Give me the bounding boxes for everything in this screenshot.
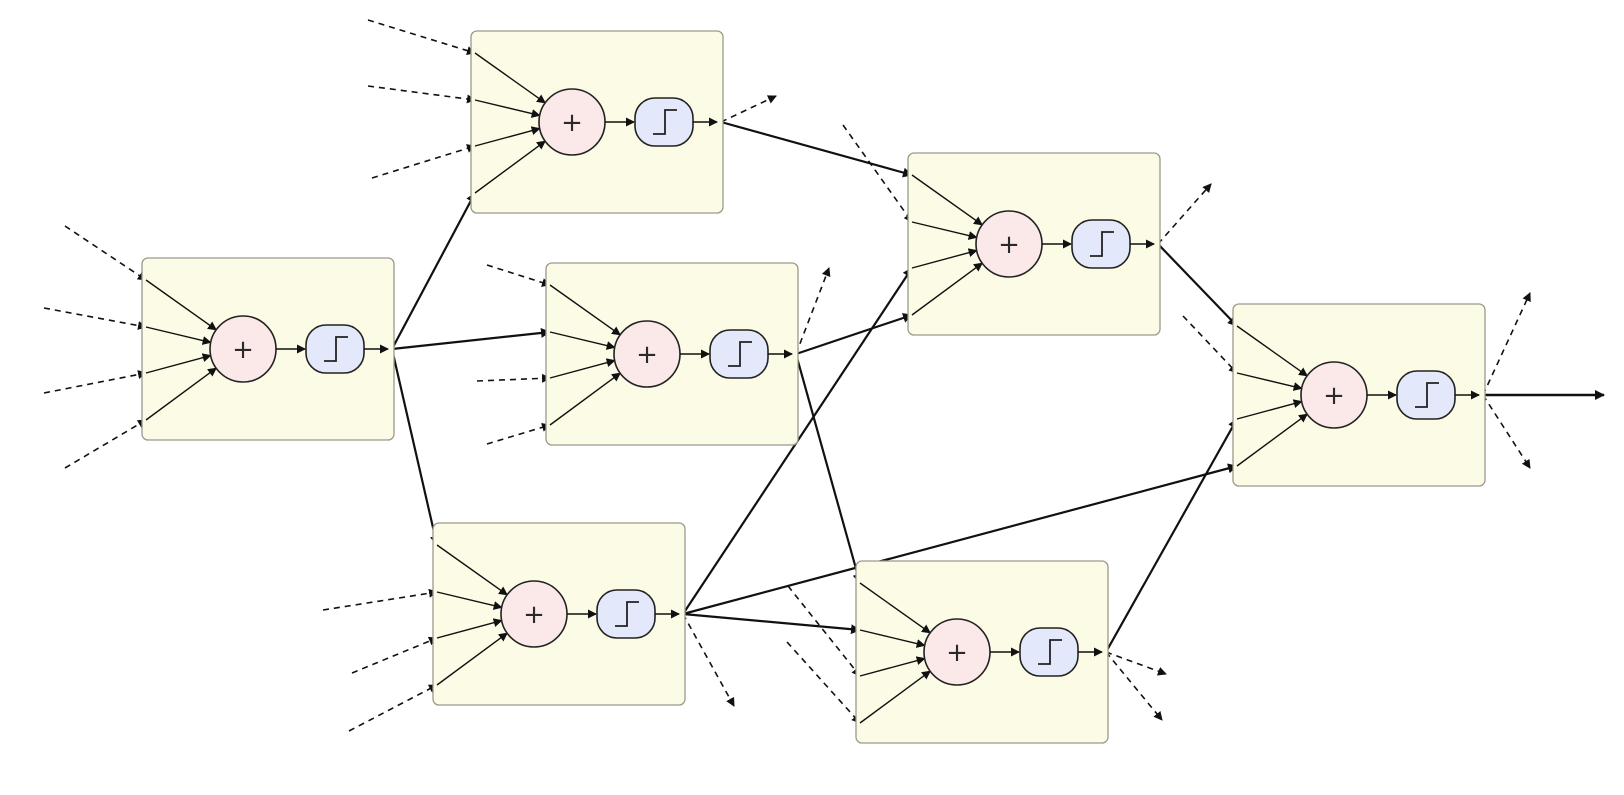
neuron-input-arrow [1236,413,1308,467]
step-activation-node [634,97,694,147]
neuron-input-arrow [1236,372,1303,391]
neuron-n4: + [432,522,686,706]
step-activation-node [1071,219,1131,269]
external-output-arrow [1157,183,1212,245]
neuron-input-arrow [474,126,541,147]
sum-symbol: + [561,108,583,138]
external-input-arrow [371,144,476,179]
connection-n3-n6 [794,353,863,584]
neuron-input-arrow [549,372,621,426]
external-input-arrow [43,307,147,330]
external-input-arrow [348,684,438,732]
external-input-arrow [1182,315,1238,374]
external-input-arrow [322,588,438,611]
step-function-icon [1038,639,1062,665]
external-input-arrow [842,124,913,223]
neuron-input-arrow [859,629,926,648]
sum-symbol: + [636,340,658,370]
neuron-input-arrow [145,279,217,331]
neuron-input-arrow [436,544,508,596]
external-output-arrow [1482,292,1531,396]
step-activation-node [305,324,365,374]
neuron-n7: + [1232,303,1486,487]
external-output-arrow [720,95,777,123]
sum-symbol: + [946,638,968,668]
neuron-input-arrow [911,262,983,316]
external-connection-layer [43,19,1531,732]
external-input-arrow [786,641,861,724]
neuron-n6: + [855,560,1109,744]
step-function-icon [1090,231,1114,257]
sum-symbol: + [232,335,254,365]
neuron-input-arrow [911,221,978,240]
external-output-arrow [795,267,831,355]
external-input-arrow [43,370,147,394]
neuron-input-arrow [859,582,931,634]
connection-n1-n4 [390,348,440,546]
neuron-input-arrow [549,331,616,350]
external-input-arrow [64,225,147,281]
external-input-arrow [351,636,438,674]
step-activation-node [596,589,656,639]
connection-n4-n6 [682,612,861,635]
neuron-input-arrow [1236,399,1303,420]
step-function-icon [1415,382,1439,408]
neuron-input-arrow [911,248,978,269]
step-activation-node [709,329,769,379]
neuron-input-arrow [436,591,503,610]
external-output-arrow [682,613,735,707]
step-function-icon [728,341,752,367]
external-output-arrow [1105,651,1163,721]
connection-n6-n7 [1105,418,1238,653]
sum-symbol: + [1323,381,1345,411]
neuron-input-arrow [145,353,212,374]
neuron-input-arrow [436,618,503,639]
connection-n2-n5 [720,120,913,178]
neuron-input-arrow [911,174,983,226]
external-input-arrow [367,85,476,104]
neuron-layer: + + + + + + + [141,30,1486,744]
neuron-n3: + [545,262,799,446]
step-function-icon [653,109,677,135]
step-activation-node [1019,627,1079,677]
neuron-input-arrow [549,284,621,336]
connection-n4-n7 [682,463,1238,616]
sum-symbol: + [998,230,1020,260]
neuron-input-arrow [474,99,541,118]
neuron-input-arrow [474,140,546,194]
neuron-input-arrow [549,358,616,379]
neuron-input-arrow [859,656,926,677]
connection-n1-n3 [391,327,551,351]
neuron-input-arrow [436,632,508,686]
neuron-n5: + [907,152,1161,336]
connection-n5-n7 [1157,243,1238,327]
external-input-arrow [64,419,147,469]
sum-symbol: + [523,600,545,630]
external-input-arrow [486,423,551,445]
external-input-arrow [787,585,861,677]
connection-n1-n2 [391,192,476,350]
neuron-input-arrow [145,326,212,345]
neuron-n2: + [470,30,724,214]
step-activation-node [1396,370,1456,420]
external-input-arrow [486,264,551,287]
external-output-arrow [1482,394,1531,469]
external-input-arrow [476,373,551,383]
neuron-input-arrow [474,52,546,104]
step-function-icon [615,601,639,627]
neuron-input-arrow [145,367,217,421]
step-function-icon [324,336,348,362]
neuron-input-arrow [859,670,931,724]
neuron-input-arrow [1236,325,1308,377]
external-input-arrow [367,19,476,55]
connection-n3-n5 [795,313,913,356]
neuron-n1: + [141,257,395,441]
